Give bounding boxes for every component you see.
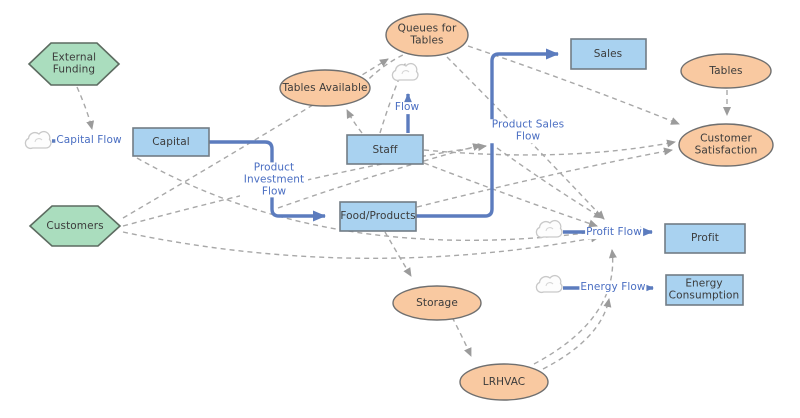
connector-customers-to-profit-flow[interactable] — [122, 231, 600, 259]
connector-customers-to-product-sales-flow[interactable] — [122, 143, 487, 227]
flow-profit-flow-label: Profit Flow — [585, 226, 643, 239]
node-external-funding-shape[interactable] — [27, 42, 121, 86]
cloud-icon[interactable] — [535, 274, 563, 294]
connector-food-products-to-customer-satisfaction[interactable] — [416, 147, 673, 208]
node-queues-for-tables-shape[interactable] — [385, 13, 469, 57]
cloud-icon[interactable] — [24, 130, 52, 150]
flow-energy-flow-label: Energy Flow — [579, 281, 647, 294]
connector-external-funding-to-capital-flow[interactable] — [76, 86, 95, 130]
node-tables-available-shape[interactable] — [279, 69, 371, 107]
connector-lrhvac-to-profit-flow[interactable] — [533, 249, 617, 365]
node-energy-consumption-shape[interactable] — [665, 274, 744, 306]
node-sales-shape[interactable] — [570, 38, 647, 70]
connector-customers-to-queues-for-tables[interactable] — [122, 58, 389, 219]
node-customer-satisfaction-shape[interactable] — [678, 123, 774, 167]
node-lrhvac-shape[interactable] — [459, 363, 549, 401]
connector-storage-to-lrhvac[interactable] — [451, 316, 472, 357]
flow-product-investment-flow-label: Product Investment Flow — [240, 161, 308, 198]
node-staff-shape[interactable] — [346, 134, 424, 165]
flow-staff-flow-label: Flow — [393, 101, 421, 114]
cloud-icon[interactable] — [391, 62, 419, 82]
cloud-icon[interactable] — [535, 219, 563, 239]
connector-food-products-to-storage[interactable] — [384, 231, 412, 277]
node-customers-shape[interactable] — [28, 205, 122, 247]
node-storage-shape[interactable] — [392, 285, 482, 321]
flow-product-sales-flow-label: Product Sales Flow — [486, 118, 570, 143]
connector-lrhvac-to-energy-flow[interactable] — [542, 298, 612, 370]
node-tables-shape[interactable] — [680, 53, 772, 89]
node-profit-shape[interactable] — [664, 223, 746, 254]
connector-staff-to-customer-satisfaction[interactable] — [423, 139, 676, 156]
node-capital-shape[interactable] — [132, 127, 210, 157]
node-food-products-shape[interactable] — [339, 201, 417, 232]
flow-capital-flow-label: Capital Flow — [55, 134, 123, 147]
connector-product-sales-flow-to-profit-flow[interactable] — [496, 147, 603, 219]
connector-staff-to-profit-flow[interactable] — [423, 162, 598, 228]
connector-staff-to-tables-available[interactable] — [346, 109, 363, 134]
